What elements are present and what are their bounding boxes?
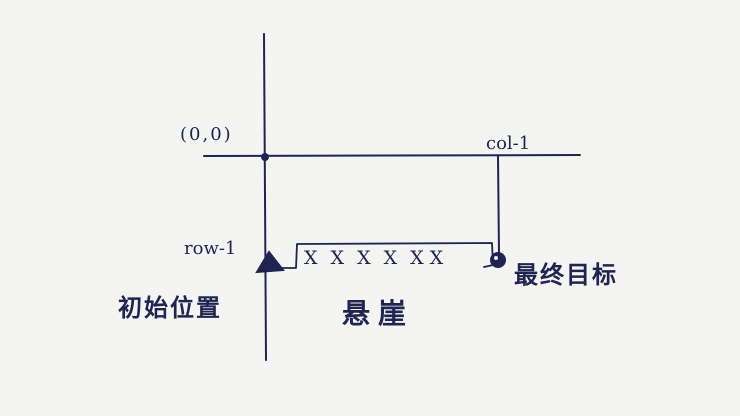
goal-marker-highlight	[494, 256, 498, 260]
cliff-box	[275, 242, 494, 269]
col-label: col-1	[486, 133, 531, 154]
start-marker	[255, 250, 285, 274]
row-label: row-1	[184, 238, 237, 259]
goal-column-line	[497, 155, 500, 256]
cliff-mark: X	[330, 247, 345, 269]
cliff-mark: X	[429, 247, 444, 269]
cliff-mark: X	[410, 247, 424, 269]
goal-label: 最终目标	[514, 261, 618, 289]
cliff-label: 悬崖	[342, 297, 415, 330]
start-position-label: 初始位置	[118, 294, 222, 322]
origin-label: (0,0)	[180, 124, 233, 145]
cliff-mark: X	[304, 247, 318, 269]
origin-dot	[261, 153, 269, 161]
vertical-axis-line	[263, 33, 267, 361]
cliff-mark: X	[383, 247, 398, 269]
goal-marker	[490, 252, 506, 268]
cliff-mark: X	[357, 247, 371, 269]
horizontal-axis-line	[203, 154, 581, 157]
